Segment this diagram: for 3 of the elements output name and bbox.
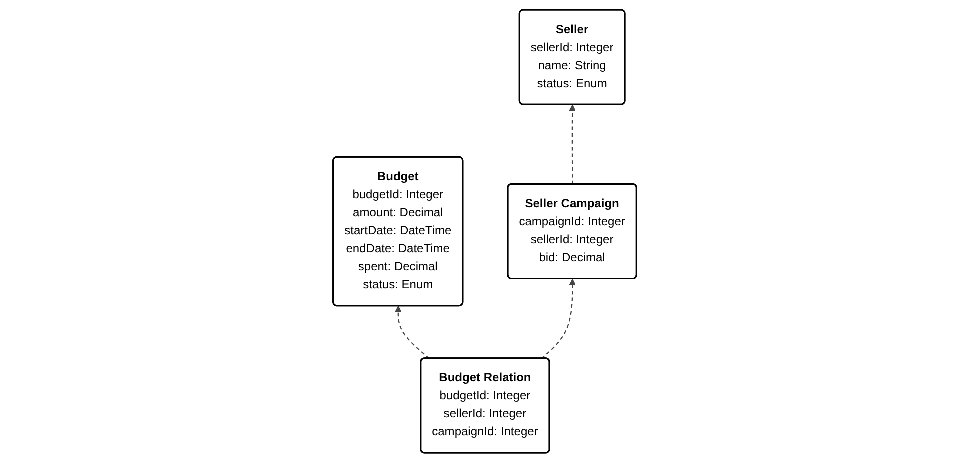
arrow <box>541 278 576 360</box>
arrow <box>395 306 430 360</box>
arrow <box>569 104 576 185</box>
